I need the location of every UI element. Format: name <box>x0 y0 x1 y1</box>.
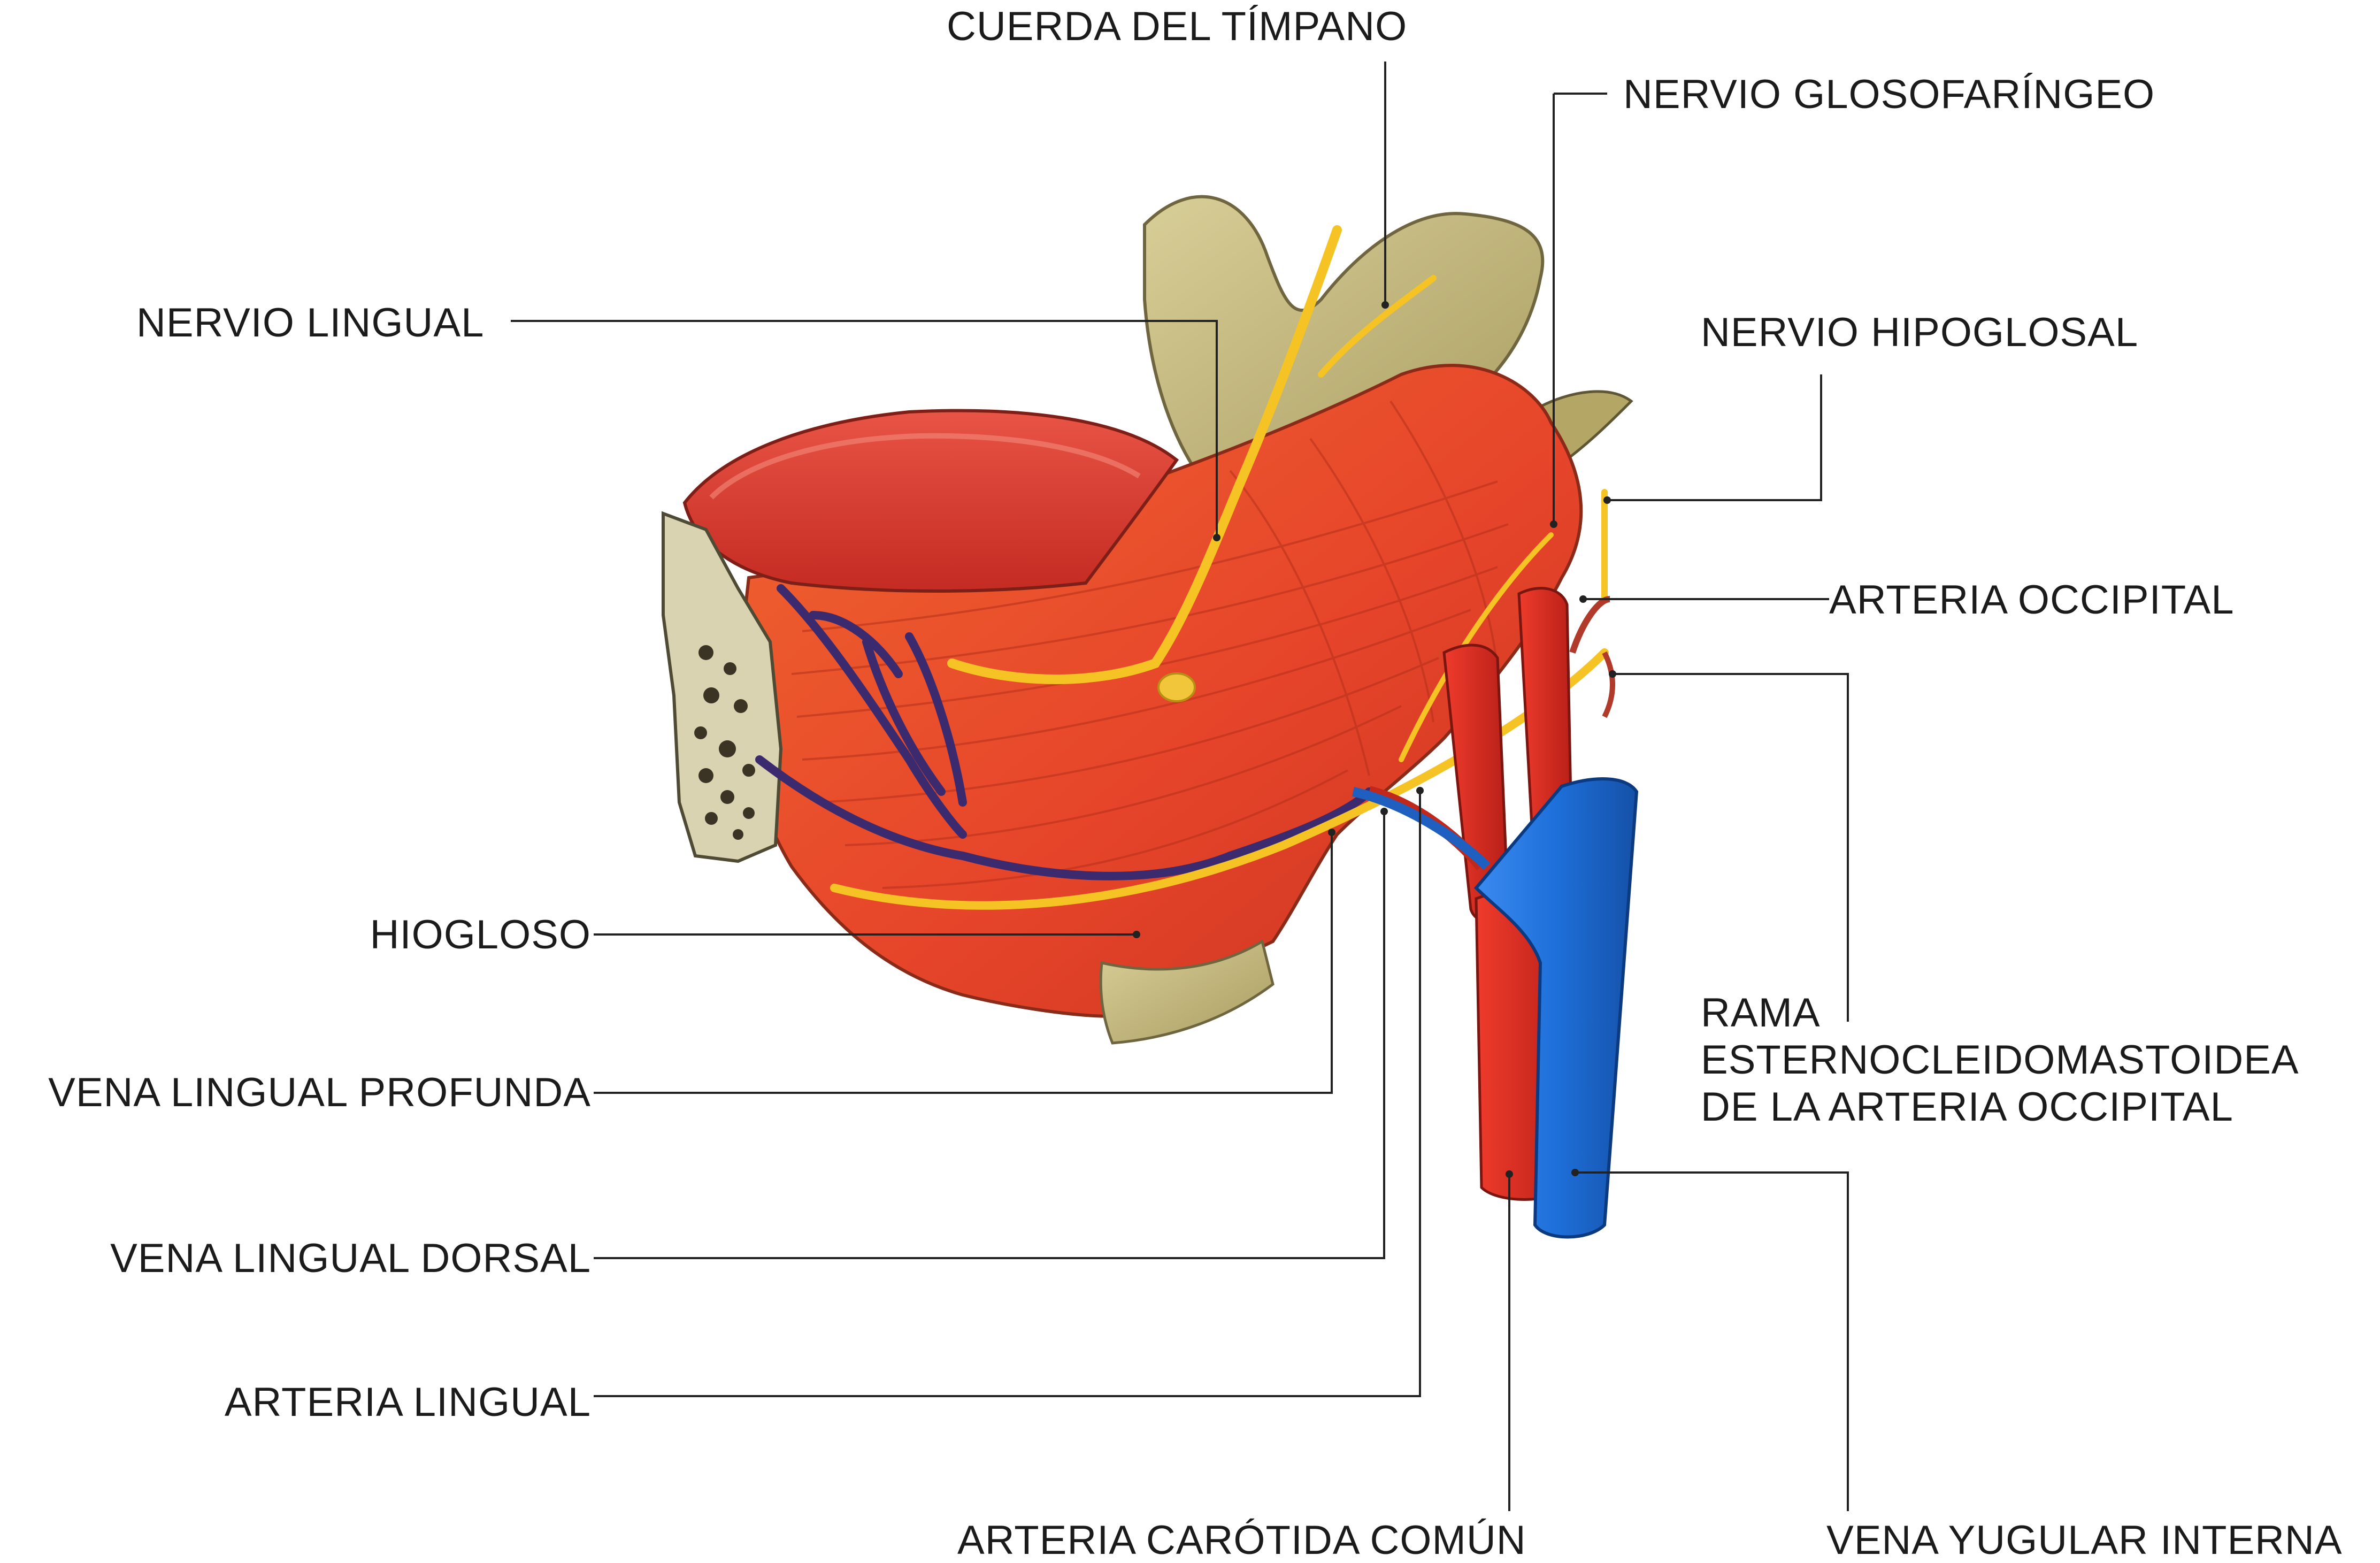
label-nervio-hipoglosal: NERVIO HIPOGLOSAL <box>1701 310 2139 355</box>
label-vena-lingual-profunda: VENA LINGUAL PROFUNDA <box>48 1070 591 1115</box>
tongue-dorsum <box>682 409 1179 593</box>
label-hiogloso: HIOGLOSO <box>370 912 591 957</box>
label-arteria-occipital: ARTERIA OCCIPITAL <box>1829 577 2235 623</box>
hyoid-bone-fragment <box>1099 939 1275 1045</box>
vein-tributary <box>1352 787 1491 870</box>
label-arteria-carotida-comun: ARTERIA CARÓTIDA COMÚN <box>957 1518 1526 1563</box>
leader-hipoglosal <box>1607 374 1822 501</box>
label-rama-line1: RAMA <box>1701 990 1821 1036</box>
leader-vena-profunda <box>594 832 1333 1094</box>
leader-arteria-lingual <box>594 791 1421 1397</box>
submandibular-ganglion <box>1157 672 1196 702</box>
label-cuerda-del-timpano: CUERDA DEL TÍMPANO <box>947 4 1408 49</box>
internal-jugular-vein <box>1473 777 1639 1239</box>
scm-branch <box>1602 651 1615 718</box>
leader-yugular <box>1575 1171 1849 1511</box>
chorda-tympani-path <box>1318 275 1437 378</box>
leader-rama <box>1613 673 1849 1022</box>
label-nervio-glosofaringeo: NERVIO GLOSOFARÍNGEO <box>1623 72 2155 117</box>
leader-vena-dorsal <box>594 811 1385 1259</box>
label-rama-line2: ESTERNOCLEIDOMASTOIDEA <box>1701 1037 2299 1083</box>
label-nervio-lingual: NERVIO LINGUAL <box>136 300 485 346</box>
leader-dots <box>1133 301 1616 1178</box>
label-vena-yugular-interna: VENA YUGULAR INTERNA <box>1826 1518 2343 1563</box>
glossopharyngeal-nerve-path <box>1399 532 1554 762</box>
label-rama-line3: DE LA ARTERIA OCCIPITAL <box>1701 1084 2233 1130</box>
label-arteria-lingual: ARTERIA LINGUAL <box>224 1380 591 1425</box>
tongue-surface <box>709 433 1141 500</box>
lingual-vein-network <box>755 584 1373 880</box>
label-rama-esternocleidomastoidea: RAMA ESTERNOCLEIDOMASTOIDEA DE LA ARTERI… <box>1701 990 2299 1131</box>
leader-lines <box>511 62 1849 1511</box>
leader-glosofaringeo <box>1553 93 1607 524</box>
lingual-nerve-path <box>947 225 1342 684</box>
mandible-trabeculae <box>694 645 755 840</box>
label-vena-lingual-dorsal: VENA LINGUAL DORSAL <box>110 1236 591 1281</box>
occipital-artery-branch <box>1569 596 1610 654</box>
leader-lingual <box>511 320 1218 538</box>
